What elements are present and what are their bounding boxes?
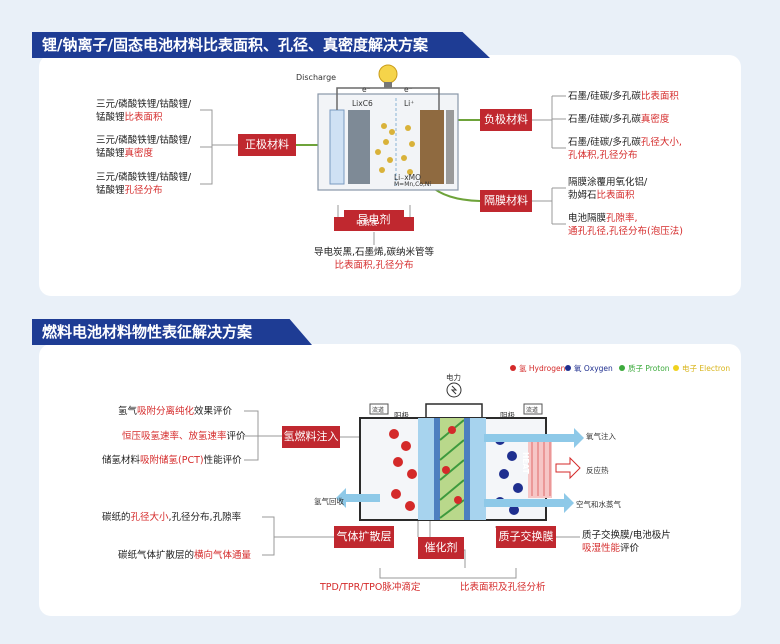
pem-box: 质子交换膜 [496, 526, 556, 548]
separator-box: 隔膜材料 [480, 190, 532, 212]
anode-item-pore: 石墨/硅碳/多孔碳孔径大小, 孔体积,孔径分布 [568, 137, 682, 161]
conductive-text: 导电炭黑,石墨烯,碳纳米管等 比表面积,孔径分布 [313, 247, 435, 271]
heat-label: HEAT [521, 452, 530, 474]
discharge-label: Discharge [296, 73, 337, 82]
power-label: 电力 [446, 373, 461, 382]
legend-oxygen: 氧 Oxygen [574, 364, 613, 373]
electron-right-label: e⁻ [404, 85, 413, 94]
h2-storage-item: 储氢材料吸附储氢(PCT)性能评价 [102, 455, 242, 466]
electrolyte-label: 电解液 [356, 219, 377, 227]
separator-item-alumina: 隔膜涂覆用氧化铝/ 勃姆石比表面积 [568, 177, 648, 201]
h2-rate-item: 恒压吸氢速率、放氢速率评价 [122, 431, 246, 442]
conductive-box: 导电剂 [344, 210, 404, 230]
pem-text: 质子交换膜/电池极片 吸湿性能评价 [582, 530, 671, 554]
anode-item-density: 石墨/硅碳/多孔碳真密度 [568, 114, 670, 125]
cathode-item-ssa: 三元/磷酸铁锂/钴酸锂/ 锰酸锂比表面积 [96, 99, 192, 123]
h2-purification-item: 氢气吸附分离纯化效果评价 [118, 406, 233, 417]
legend-electron: 电子 Electron [682, 364, 731, 373]
legend-proton: 质子 Proton [628, 364, 670, 373]
section1-title: 锂/钠离子/固态电池材料比表面积、孔径、真密度解决方案 [32, 32, 490, 58]
anode-label: 阳极 [394, 411, 409, 420]
reaction-heat-label: 反应热 [586, 466, 609, 475]
anode-formula-label: LixC6 [352, 99, 373, 108]
cathode-formula-label: Li₋xMO [394, 173, 422, 182]
catalyst-tpd-item: TPD/TPR/TPO脉冲滴定 [320, 582, 421, 593]
cathode-label: 阴极 [500, 411, 515, 420]
cathode-metal-label: M=Mn,Co,Ni [394, 181, 432, 188]
oxygen-injection-label: 氧气注入 [586, 432, 616, 441]
anode-box: 负极材料 [480, 109, 532, 131]
electron-left-label: e⁻ [362, 85, 371, 94]
battery-icon [317, 64, 459, 191]
gdl-box: 气体扩散层 [334, 526, 394, 548]
gdl-pore-item: 碳纸的孔径大小,孔径分布,孔隙率 [102, 512, 242, 523]
gdl-flux-item: 碳纸气体扩散层的横向气体通量 [118, 550, 252, 561]
li-ion-label: Li⁺ [404, 99, 415, 108]
section2-title: 燃料电池材料物性表征解决方案 [32, 319, 312, 345]
catalyst-bet-item: 比表面积及孔径分析 [460, 582, 546, 593]
air-water-label: 空气和水蒸气 [576, 500, 621, 509]
catalyst-box: 催化剂 [418, 537, 464, 559]
separator-item-porosity: 电池隔膜孔隙率, 通孔孔径,孔径分布(泡压法) [568, 213, 683, 237]
flow-channel-right-label: 流道 [526, 407, 539, 414]
cathode-item-pore: 三元/磷酸铁锂/钴酸锂/ 锰酸锂孔径分布 [96, 172, 192, 196]
h2-recycle-label: 氢气回收 [314, 497, 344, 506]
cathode-item-density: 三元/磷酸铁锂/钴酸锂/ 锰酸锂真密度 [96, 135, 192, 159]
hydrogen-injection-box: 氢燃料注入 [282, 426, 340, 448]
anode-item-ssa: 石墨/硅碳/多孔碳比表面积 [568, 91, 679, 102]
flow-channel-left-label: 流道 [372, 407, 385, 414]
legend-hydrogen: 氢 Hydrogen [519, 364, 566, 373]
cathode-box: 正极材料 [238, 134, 296, 156]
